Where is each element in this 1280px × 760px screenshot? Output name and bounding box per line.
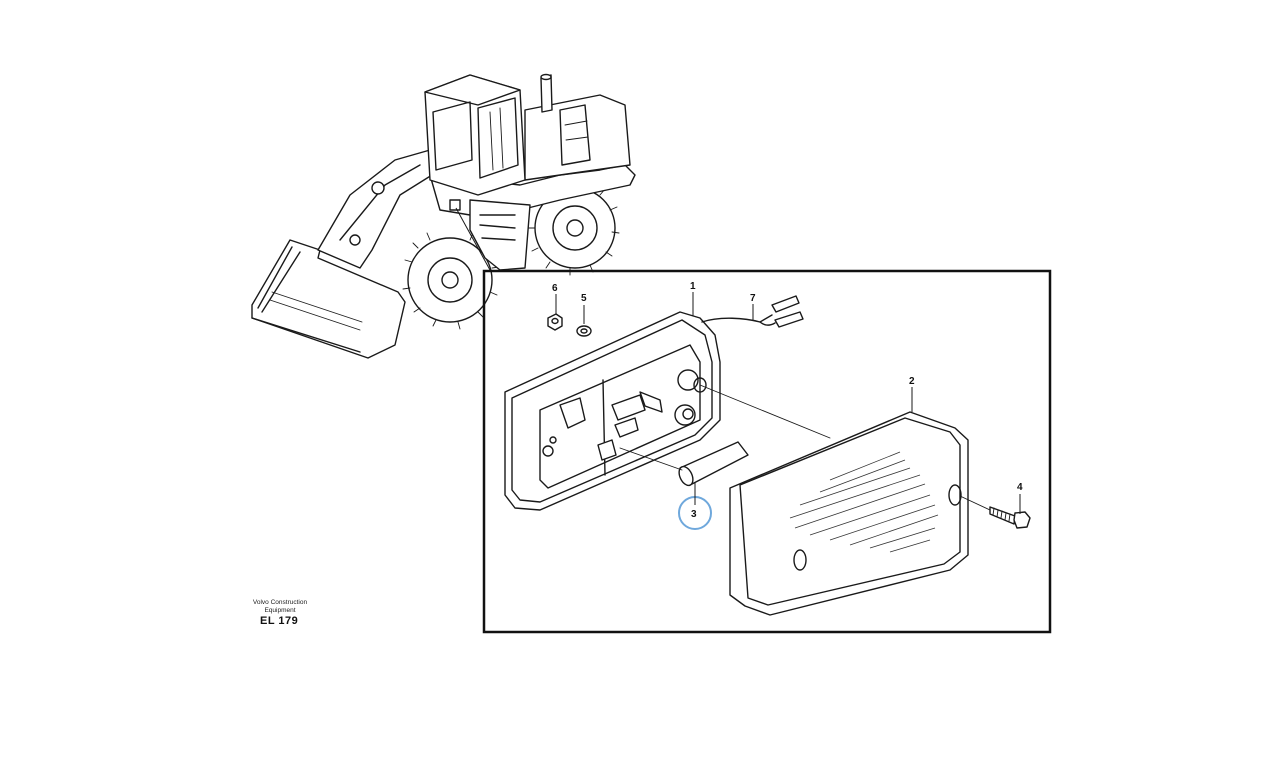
callout-1[interactable]: 1 (690, 281, 696, 316)
lamp-lens (729, 411, 969, 616)
drawing-code: EL 179 (260, 615, 299, 627)
detail-frame (482, 269, 1052, 634)
svg-text:6: 6 (552, 283, 558, 294)
callout-4[interactable]: 4 (1017, 482, 1023, 514)
svg-text:5: 5 (581, 293, 587, 304)
nut (547, 313, 563, 331)
callout-6[interactable]: 6 (552, 283, 558, 314)
manufacturer-line-1: Volvo Construction (252, 599, 308, 606)
screw (959, 495, 1031, 529)
svg-text:4: 4 (1017, 482, 1023, 493)
detail-leader-line (455, 207, 491, 271)
svg-text:2: 2 (909, 376, 915, 387)
callout-2[interactable]: 2 (909, 376, 915, 412)
svg-text:3: 3 (691, 509, 697, 520)
svg-text:7: 7 (750, 293, 756, 304)
wheel-loader-illustration (251, 73, 636, 359)
lamp-housing (504, 295, 831, 511)
callout-7[interactable]: 7 (750, 293, 756, 320)
washer (576, 325, 592, 337)
svg-text:1: 1 (690, 281, 696, 292)
callout-3[interactable]: 3 (678, 482, 712, 530)
callout-5[interactable]: 5 (581, 293, 587, 324)
bulb (619, 441, 749, 487)
manufacturer-label: Volvo Construction Equipment (244, 599, 316, 615)
manufacturer-line-2: Equipment (264, 607, 296, 614)
